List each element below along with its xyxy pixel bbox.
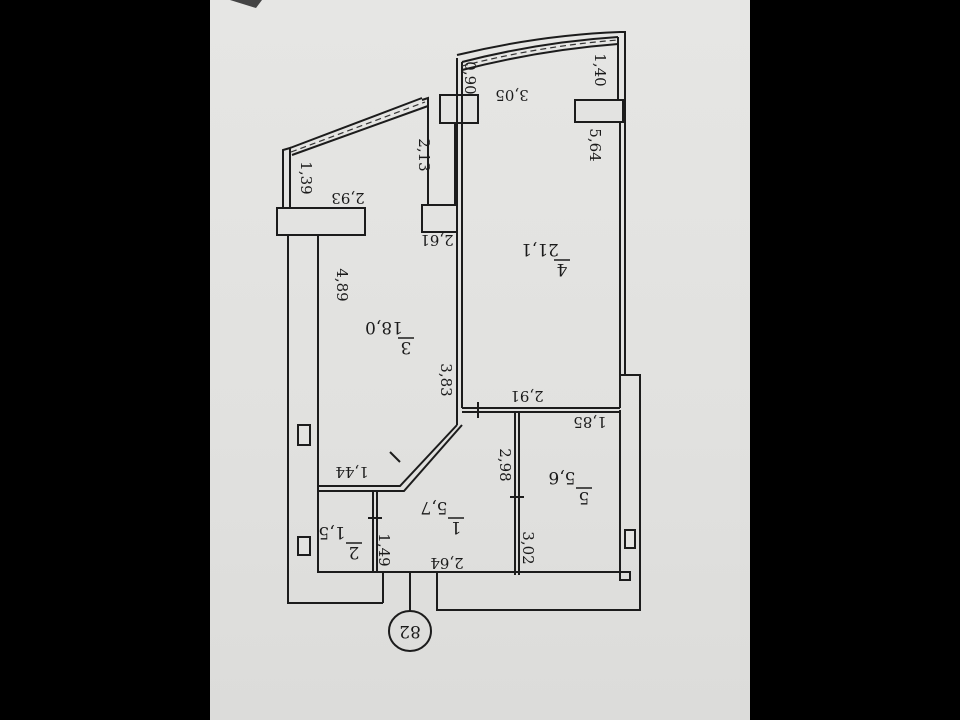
room-area: 1,5 [318, 522, 345, 542]
pen-mark [230, 0, 262, 8]
dimension-label: 1,49 [375, 533, 393, 566]
column [439, 94, 479, 124]
room-number: 2 [349, 542, 360, 562]
dimension-label: 3,83 [437, 363, 455, 396]
room-area: 5,7 [420, 497, 447, 517]
room-number: 4 [557, 259, 568, 279]
column [421, 204, 458, 233]
dimension-label: 1,85 [573, 413, 606, 431]
dimension-label: 5,64 [586, 128, 604, 161]
dimension-label: 2,13 [415, 138, 433, 171]
dimension-label: 3,02 [519, 531, 537, 564]
room-area: 18,0 [365, 317, 403, 337]
room-label: 21,5 [318, 522, 362, 562]
apartment-number-badge: 82 [388, 605, 432, 652]
dimension-label: 4,89 [333, 268, 351, 301]
dimension-label: 1,44 [335, 463, 368, 481]
dimension-label: 2,98 [496, 448, 514, 481]
paper-sheet [210, 0, 750, 720]
dimension-label: 2,61 [420, 231, 453, 249]
dimension-label: 2,93 [331, 189, 364, 207]
room-label: 421,1 [521, 239, 570, 279]
apartment-number: 82 [399, 621, 421, 641]
column [574, 99, 624, 123]
room-number: 5 [579, 487, 590, 507]
room-label: 318,0 [365, 317, 414, 357]
dimension-label: 2,91 [510, 387, 543, 405]
column [276, 207, 366, 236]
vent [297, 424, 311, 446]
dimension-label: 3,05 [495, 86, 528, 104]
dimension-label: 1,40 [591, 53, 609, 86]
room-area: 21,1 [521, 239, 559, 259]
room-number: 1 [451, 517, 462, 537]
room-label: 55,6 [548, 467, 592, 507]
room-area: 5,6 [548, 467, 575, 487]
walls [276, 31, 641, 612]
dimension-label: 1,39 [297, 161, 315, 194]
dimension-label: 2,64 [430, 554, 463, 572]
room-label: 15,7 [420, 497, 464, 537]
glazing [289, 36, 619, 156]
dimension-label: 0,90 [461, 61, 479, 94]
room-number: 3 [401, 337, 412, 357]
vent [297, 536, 311, 556]
vent [624, 529, 636, 549]
